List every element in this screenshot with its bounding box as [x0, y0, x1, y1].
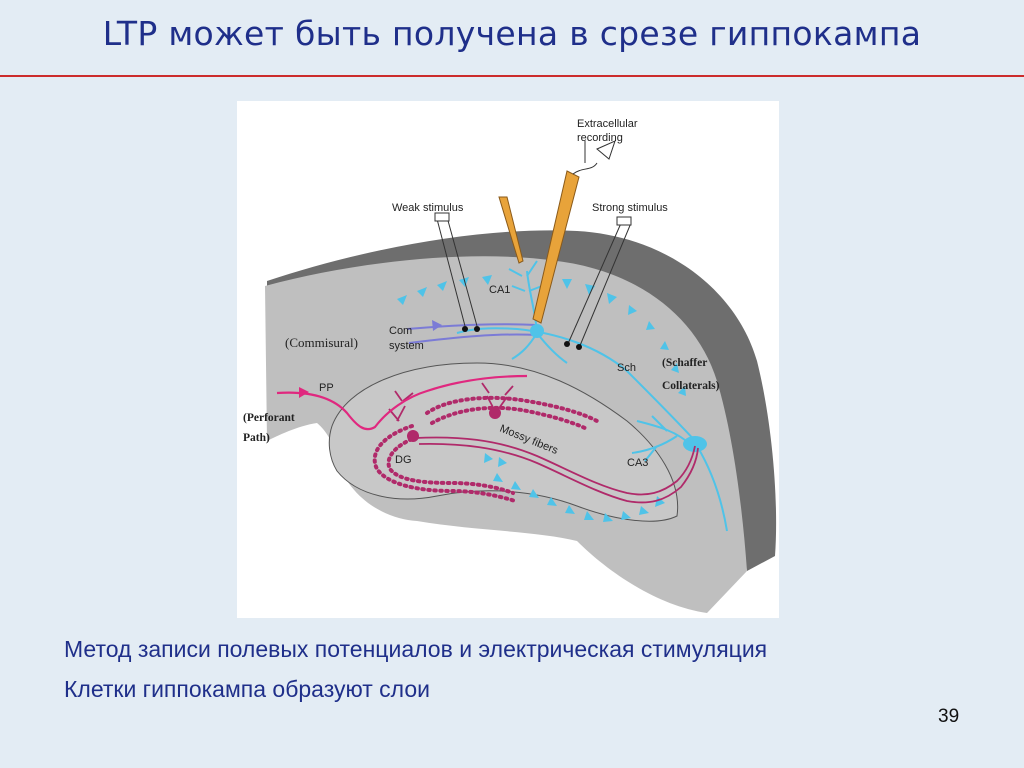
mossy-fiber-path: [388, 382, 699, 504]
strong-stimulus-contact: [576, 344, 582, 350]
label-com: Com: [389, 325, 412, 337]
hippocampus-diagram-svg: Extracellular recording Weak stimulus St…: [237, 101, 779, 618]
label-ca3: CA3: [627, 457, 648, 469]
ca3-neuron: [683, 436, 707, 452]
caption-hippocampus-layers: Клетки гиппокампа образуют слои: [64, 676, 430, 702]
stimulating-electrode-weak-tip: [498, 196, 524, 264]
dg-granule-cell: [489, 407, 501, 419]
label-perforant-2: Path): [243, 432, 270, 444]
label-schaffer-1: (Schaffer: [662, 357, 707, 369]
strong-stimulus-electrode: [566, 216, 632, 349]
ca-pyramidal-layer: [397, 275, 686, 522]
caption-recording-method: Метод записи полевых потенциалов и элект…: [64, 636, 768, 662]
label-pp: PP: [319, 382, 334, 394]
label-dg: DG: [395, 454, 412, 466]
hippocampus-slice-diagram: Extracellular recording Weak stimulus St…: [237, 101, 779, 618]
slide-title: LTP может быть получена в срезе гиппокам…: [102, 14, 922, 53]
label-extracellular-2: recording: [577, 132, 623, 144]
label-com-system: system: [389, 340, 424, 352]
commissural-arrow: [432, 320, 442, 331]
label-sch: Sch: [617, 362, 636, 374]
dentate-granule-layer: [372, 395, 599, 503]
ca1-neuron: [530, 324, 544, 338]
perforant-arrow: [299, 387, 309, 398]
weak-stimulus-contact: [474, 326, 480, 332]
label-commissural: (Commisural): [285, 335, 358, 350]
commissural-fibers: [406, 323, 538, 344]
weak-stimulus-contact: [462, 326, 468, 332]
weak-stimulus-electrode: [434, 212, 478, 327]
recording-electrode: [532, 140, 616, 324]
perforant-path: [276, 374, 528, 431]
label-weak-stimulus: Weak stimulus: [392, 202, 464, 214]
title-divider: [0, 75, 1024, 77]
strong-stimulus-contact: [564, 341, 570, 347]
label-strong-stimulus: Strong stimulus: [592, 202, 668, 214]
label-schaffer-2: Collaterals): [662, 380, 720, 392]
label-ca1: CA1: [489, 284, 510, 296]
label-perforant-1: (Perforant: [243, 412, 295, 424]
dg-granule-cell: [407, 430, 419, 442]
label-extracellular-1: Extracellular: [577, 118, 638, 130]
schaffer-collaterals: [456, 260, 728, 532]
slide-number: 39: [938, 706, 960, 727]
